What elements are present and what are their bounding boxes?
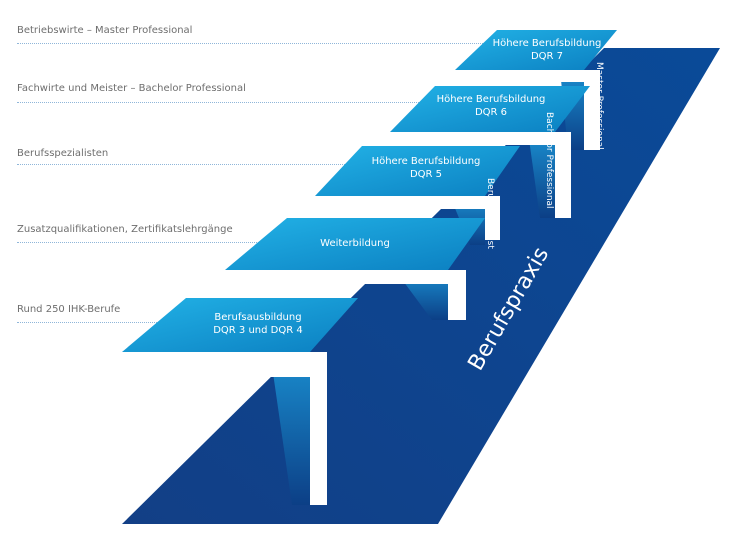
step-5-title: Höhere Berufsbildung	[493, 38, 602, 49]
step-5	[455, 30, 617, 150]
step-4-subtitle: DQR 6	[475, 107, 507, 118]
step-1-title: Berufsausbildung	[214, 312, 301, 323]
step-1-subtitle: DQR 3 und DQR 4	[213, 325, 303, 336]
leader-line-4	[17, 242, 267, 243]
step-2-title: Weiterbildung	[320, 238, 390, 249]
side-label-master-professional: Master Professional	[594, 62, 604, 150]
step-5-subtitle: DQR 7	[531, 51, 563, 62]
leader-line-5	[17, 322, 167, 323]
label-zusatzqualifikationen: Zusatzqualifikationen, Zertifikatslehrgä…	[17, 224, 233, 235]
step-4-title: Höhere Berufsbildung	[437, 94, 546, 105]
side-label-bachelor-professional: Bachelor Professional	[544, 112, 554, 209]
leader-line-2	[17, 102, 423, 103]
leader-line-1	[17, 43, 485, 44]
step-1	[122, 298, 358, 505]
label-master-professional: Betriebswirte – Master Professional	[17, 25, 193, 36]
label-ihk-berufe: Rund 250 IHK-Berufe	[17, 304, 121, 315]
leader-line-3	[17, 164, 347, 165]
step-3-subtitle: DQR 5	[410, 169, 442, 180]
step-3	[315, 146, 520, 245]
side-label-berufsspezialist: Berufsspezialist	[485, 178, 495, 249]
step-3-title: Höhere Berufsbildung	[372, 156, 481, 167]
label-bachelor-professional: Fachwirte und Meister – Bachelor Profess…	[17, 83, 246, 94]
label-berufsspezialisten: Berufsspezialisten	[17, 148, 109, 159]
step-4	[390, 86, 590, 218]
step-2	[225, 218, 485, 320]
